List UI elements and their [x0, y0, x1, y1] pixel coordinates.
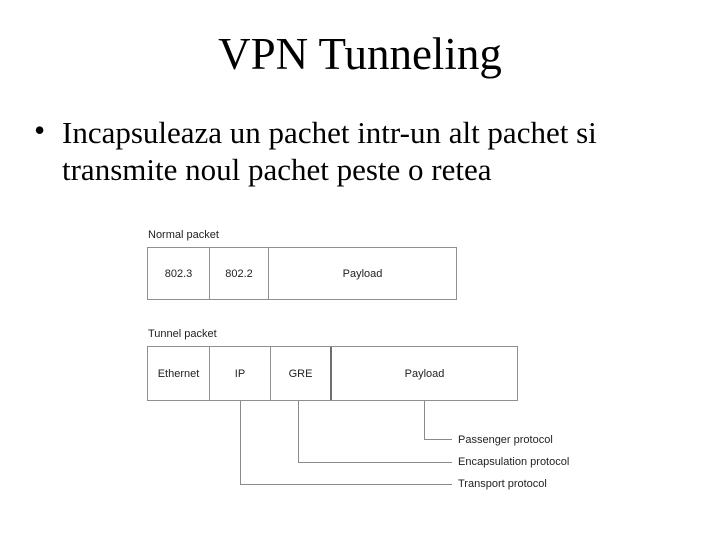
normal-packet-box: 802.3 802.2 Payload [147, 247, 457, 300]
tunnel-packet-box: Ethernet IP GRE Payload [147, 346, 518, 401]
encapsulation-connector-vertical [298, 401, 299, 462]
normal-cell-payload: Payload [342, 267, 383, 280]
bullet-line-1: Incapsuleaza un pachet intr-un alt pache… [62, 115, 597, 150]
page-title: VPN Tunneling [218, 29, 502, 79]
passenger-protocol-label: Passenger protocol [458, 434, 553, 446]
bullet-line-2: transmite noul pachet peste o retea [62, 152, 492, 187]
passenger-connector-vertical [424, 401, 425, 439]
tunnel-cell-payload: Payload [404, 367, 445, 380]
normal-cell-8023: 802.3 [148, 248, 210, 299]
normal-packet-label: Normal packet [148, 229, 219, 241]
transport-protocol-label: Transport protocol [458, 478, 547, 490]
bullet-marker: • [34, 112, 46, 148]
tunnel-cell-ethernet: Ethernet [148, 347, 210, 400]
tunnel-packet-label: Tunnel packet [148, 328, 217, 340]
transport-connector-horizontal [240, 484, 452, 485]
normal-cell-8022: 802.2 [210, 248, 269, 299]
bullet-text: Incapsuleaza un pachet intr-un alt pache… [62, 114, 597, 188]
tunnel-cell-gre: GRE [271, 347, 332, 400]
encapsulation-connector-horizontal [298, 462, 452, 463]
passenger-connector-horizontal [424, 439, 452, 440]
transport-connector-vertical [240, 401, 241, 484]
encapsulation-protocol-label: Encapsulation protocol [458, 456, 570, 468]
tunnel-cell-ip: IP [210, 347, 271, 400]
